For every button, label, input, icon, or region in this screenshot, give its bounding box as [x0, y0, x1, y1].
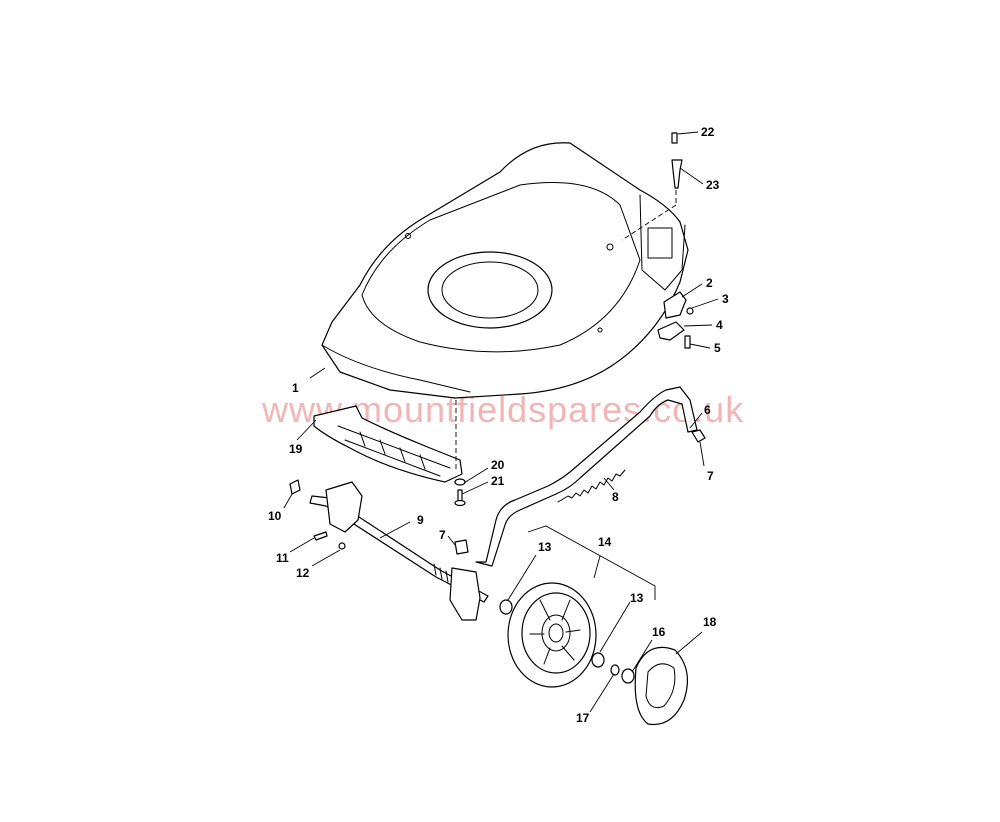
part-13-bearing-b	[591, 652, 605, 668]
callout-8: 8	[612, 490, 619, 504]
callout-7-right: 7	[707, 469, 714, 483]
callout-16: 16	[652, 625, 666, 639]
bracket-14	[527, 525, 656, 600]
part-1-deck	[321, 142, 689, 399]
callout-6: 6	[704, 403, 711, 417]
callout-20: 20	[491, 458, 505, 472]
callout-10: 10	[268, 509, 282, 523]
part-21-bolt	[454, 489, 466, 507]
callout-3: 3	[722, 292, 729, 306]
callout-11: 11	[276, 551, 289, 565]
callout-4: 4	[716, 318, 723, 332]
part-17-washer	[610, 664, 620, 676]
part-9-axle	[309, 481, 489, 621]
part-8-spring	[557, 469, 626, 503]
part-22-screw	[671, 132, 678, 144]
callout-17: 17	[576, 711, 590, 725]
part-7-clip-right	[691, 429, 706, 443]
callout-9: 9	[417, 513, 424, 527]
part-2-bracket	[663, 291, 687, 319]
part-19-flap	[313, 405, 463, 483]
callout-19: 19	[289, 442, 303, 456]
leader-lines	[283, 131, 719, 713]
part-10-nut	[289, 479, 301, 495]
part-5-screw	[684, 335, 691, 349]
part-6-rear-bar	[475, 386, 698, 567]
callout-21: 21	[491, 474, 505, 488]
callout-18: 18	[703, 615, 717, 629]
callout-12: 12	[296, 566, 310, 580]
callout-1: 1	[292, 381, 299, 395]
callout-5: 5	[714, 341, 721, 355]
callout-22: 22	[701, 125, 715, 139]
part-23-pin	[671, 159, 683, 189]
callout-14: 14	[598, 535, 612, 549]
part-14-wheel	[507, 582, 597, 688]
callout-13-b: 13	[630, 591, 644, 605]
part-20-washer	[454, 478, 466, 486]
callout-23: 23	[706, 178, 720, 192]
part-13-bearing-a	[499, 599, 513, 615]
callout-7-left: 7	[439, 528, 446, 542]
callout-2: 2	[706, 276, 713, 290]
part-16-cap	[621, 668, 635, 684]
part-12-nut	[338, 542, 346, 550]
callout-13-a: 13	[538, 540, 552, 554]
part-4-clamp	[657, 321, 685, 341]
dashed-line-23b	[621, 204, 677, 241]
part-7-clip-left	[454, 539, 469, 555]
part-18-hubcap	[634, 646, 689, 726]
part-11-bolt	[313, 531, 328, 541]
part-3-screw	[686, 307, 694, 315]
